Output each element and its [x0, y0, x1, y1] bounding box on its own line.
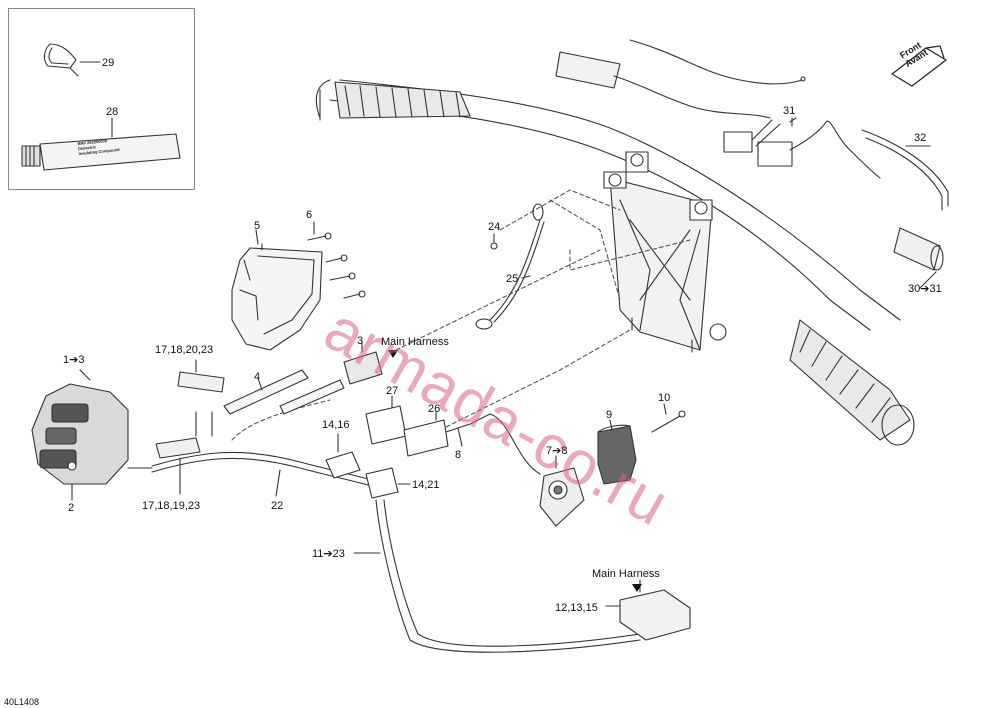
main-harness-label-2: Main Harness [592, 568, 660, 580]
callout-17-18-19-23: 17,18,19,23 [142, 500, 201, 512]
pin-10 [651, 403, 686, 433]
heater-tube-30 [893, 227, 944, 271]
module-12-13-15 [605, 579, 691, 641]
callout-3: 3 [357, 335, 364, 347]
callout-32: 32 [914, 132, 927, 144]
callout-30-31: 30➔31 [908, 283, 942, 295]
connector-14 [325, 433, 411, 499]
callout-1-3: 1➔3 [63, 354, 85, 366]
callout-27: 27 [386, 385, 399, 397]
sleeve-4 [223, 369, 345, 415]
arrow-icon [632, 584, 642, 592]
connector-26 [403, 411, 541, 475]
callout-17-18-20-23: 17,18,20,23 [155, 344, 214, 356]
compound-tube [21, 117, 181, 171]
inset-box [8, 8, 195, 190]
connector-17-18-20-23 [177, 359, 225, 393]
routing-dashes [231, 189, 691, 441]
callout-11-23: 11➔23 [312, 548, 345, 560]
drawing-code: 40L1408 [4, 697, 40, 707]
callout-6: 6 [306, 209, 313, 221]
callout-2: 2 [68, 502, 75, 514]
connector-17-18-19-23 [155, 437, 201, 495]
front-direction-icon [890, 45, 948, 87]
grip-heater-cable [555, 39, 806, 119]
heated-grip-9 [597, 419, 637, 485]
callout-14-16: 14,16 [322, 419, 350, 431]
callout-26: 26 [428, 403, 441, 415]
ground-cable-25 [475, 203, 545, 330]
clip-part [43, 43, 101, 77]
callout-25: 25 [506, 273, 519, 285]
control-switch [31, 369, 153, 501]
connector-31 [723, 117, 881, 179]
callout-28: 28 [106, 106, 119, 118]
handlebar [315, 79, 915, 446]
callout-5: 5 [254, 220, 261, 232]
callout-29: 29 [102, 57, 115, 69]
switch-7-8 [539, 455, 585, 527]
callout-14-21: 14,21 [412, 479, 440, 491]
callout-8: 8 [455, 449, 462, 461]
callout-7-8: 7➔8 [546, 445, 568, 457]
main-harness-label-1: Main Harness [381, 336, 449, 348]
callout-31: 31 [783, 105, 796, 117]
switch-housing-5 [231, 243, 323, 351]
callout-12-13-15: 12,13,15 [555, 602, 598, 614]
arrow-icon [388, 350, 398, 358]
callout-4: 4 [254, 371, 261, 383]
callout-10: 10 [658, 392, 671, 404]
cable-32 [861, 129, 949, 211]
wiring-harness-11-23 [353, 499, 641, 653]
callout-24: 24 [488, 221, 501, 233]
screws-6 [307, 221, 366, 299]
riser-clamp [603, 151, 727, 353]
connector-3 [343, 341, 383, 385]
callout-22: 22 [271, 500, 284, 512]
callout-9: 9 [606, 409, 613, 421]
